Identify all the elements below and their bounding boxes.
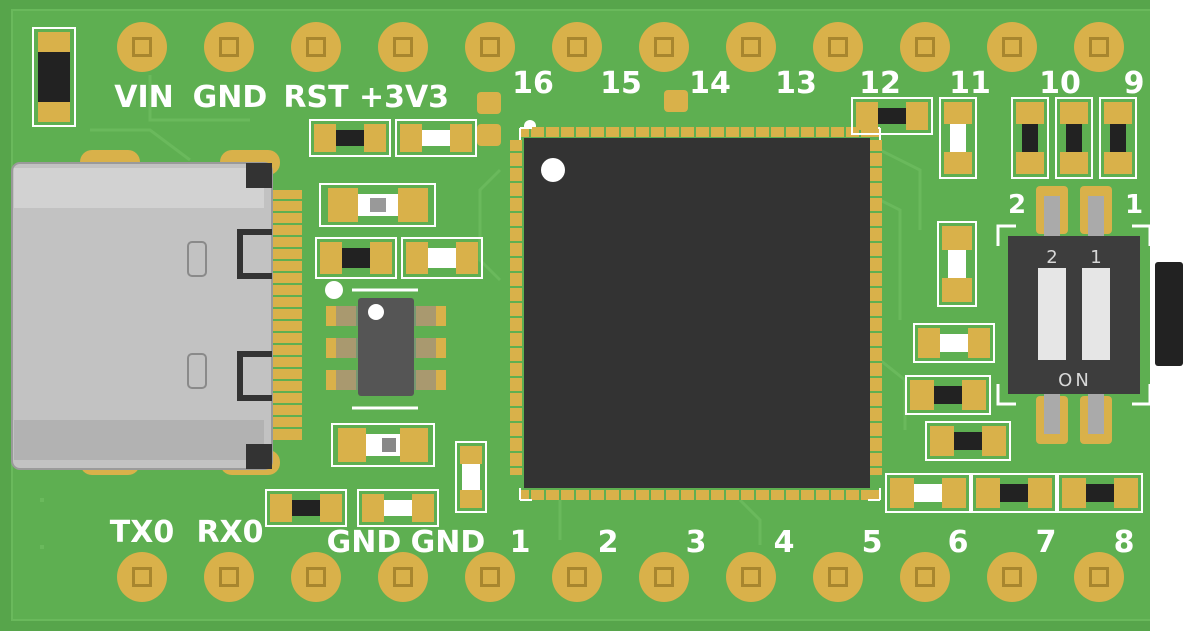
silkscreen-dip-labels: 2 1 2 1 ON [1008,190,1143,391]
pad-15[interactable] [552,22,602,72]
pad-12[interactable] [813,22,863,72]
pad-8[interactable] [1074,552,1124,602]
silkscreen-top-numbers: 16 15 14 13 12 11 10 9 [512,66,1144,101]
label-11: 11 [949,66,991,101]
pad-4[interactable] [726,552,776,602]
label-gnd-bottom-2: GND [411,525,486,560]
pad-gnd-bottom-1[interactable] [291,552,341,602]
silkscreen-bottom-labels: TX0 RX0 GND GND [110,515,486,560]
pad-10[interactable] [987,22,1037,72]
label-dip-pos-1: 1 [1090,247,1101,268]
label-4: 4 [774,525,795,560]
label-dip-side-1: 1 [1125,190,1143,220]
pad-2[interactable] [552,552,602,602]
label-gnd-bottom-1: GND [327,525,402,560]
label-6: 6 [948,525,969,560]
smd-components-left [265,90,688,527]
label-1: 1 [510,525,531,560]
label-3: 3 [686,525,707,560]
pad-14[interactable] [639,22,689,72]
pad-11[interactable] [900,22,950,72]
label-14: 14 [689,66,731,101]
pad-rx0[interactable] [204,552,254,602]
pad-6[interactable] [900,552,950,602]
label-dip-side-2: 2 [1008,190,1026,220]
pad-5[interactable] [813,552,863,602]
pad-7[interactable] [987,552,1037,602]
label-tx0: TX0 [110,515,174,550]
microcontroller-chip-icon [510,127,882,501]
pad-9[interactable] [1074,22,1124,72]
pad-16[interactable] [465,22,515,72]
label-12: 12 [859,66,901,101]
bottom-header-pads [117,552,1124,602]
label-7: 7 [1036,525,1057,560]
label-8: 8 [1114,525,1135,560]
pad-3[interactable] [639,552,689,602]
silkscreen-top-labels: VIN GND RST +3V3 [114,80,449,115]
label-3v3: +3V3 [359,80,449,115]
label-13: 13 [775,66,817,101]
pcb-traces [90,75,922,545]
label-5: 5 [862,525,883,560]
smd-components-right [851,97,1143,513]
pad-vin[interactable] [117,22,167,72]
pad-3v3[interactable] [378,22,428,72]
label-15: 15 [600,66,642,101]
pad-gnd-top[interactable] [204,22,254,72]
label-gnd-top: GND [193,80,268,115]
pad-tx0[interactable] [117,552,167,602]
label-10: 10 [1039,66,1081,101]
resistor-topleft [32,27,76,127]
pad-gnd-bottom-2[interactable] [378,552,428,602]
label-rx0: RX0 [196,515,263,550]
usb-c-connector-icon [11,150,302,475]
silkscreen-bottom-numbers: 1 2 3 4 5 6 7 8 [510,525,1135,560]
top-header-pads [117,22,1124,72]
dip-switch-icon[interactable] [996,186,1183,444]
label-dip-on: ON [1058,370,1092,391]
pad-rst[interactable] [291,22,341,72]
label-vin: VIN [114,80,174,115]
label-rst: RST [283,80,349,115]
pad-1[interactable] [465,552,515,602]
label-16: 16 [512,66,554,101]
pad-13[interactable] [726,22,776,72]
label-dip-pos-2: 2 [1046,247,1057,268]
label-2: 2 [598,525,619,560]
label-9: 9 [1124,66,1145,101]
